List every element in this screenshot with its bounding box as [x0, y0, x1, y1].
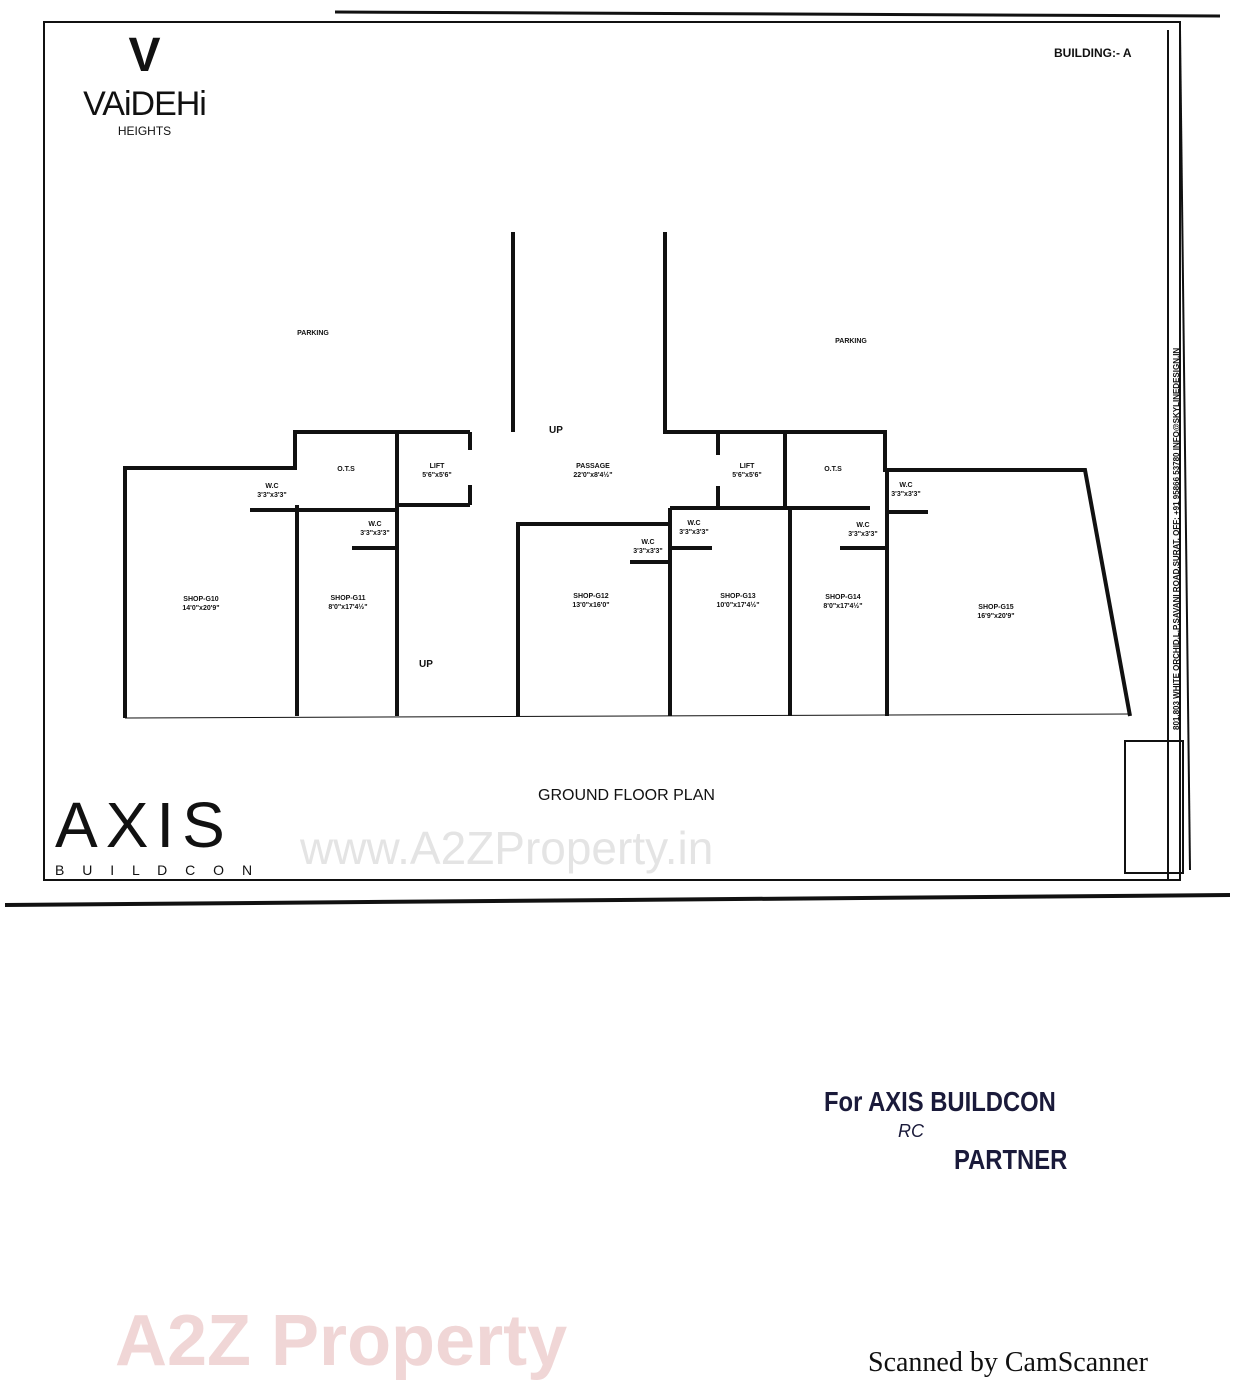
- vaidehi-v-mark-icon: V: [128, 29, 161, 82]
- signature: RC: [898, 1121, 924, 1141]
- architect-contact: 801,803 WHITE ORCHID,L.P.SAVANI ROAD,SUR…: [1172, 347, 1181, 730]
- building-label: BUILDING:- A: [1054, 46, 1132, 60]
- vaidehi-logo: V VAiDEHi HEIGHTS: [72, 28, 217, 139]
- walls: [123, 232, 1132, 718]
- scan-edge-bottom: [4, 893, 1231, 907]
- axis-logo: AXIS B U I L D C O N: [55, 789, 260, 878]
- ots-right-label: O.T.S: [824, 466, 842, 473]
- plan-title: GROUND FLOOR PLAN: [538, 787, 715, 804]
- drawing-border: [43, 21, 1181, 881]
- watermark-logo: A2Z Property: [115, 1301, 568, 1381]
- parking-right-label: PARKING: [835, 338, 867, 345]
- skyline-logo: [1124, 740, 1184, 874]
- scanner-credit: Scanned by CamScanner: [868, 1347, 1148, 1378]
- parking-left-label: PARKING: [297, 330, 329, 337]
- up-bottom-label: UP: [419, 659, 433, 670]
- up-top-label: UP: [549, 425, 563, 436]
- scan-edge-top: [334, 10, 1221, 18]
- watermark-url: www.A2ZProperty.in: [300, 822, 714, 874]
- company-stamp: For AXIS BUILDCON RC PARTNER: [824, 1085, 1097, 1177]
- ots-left-label: O.T.S: [337, 466, 355, 473]
